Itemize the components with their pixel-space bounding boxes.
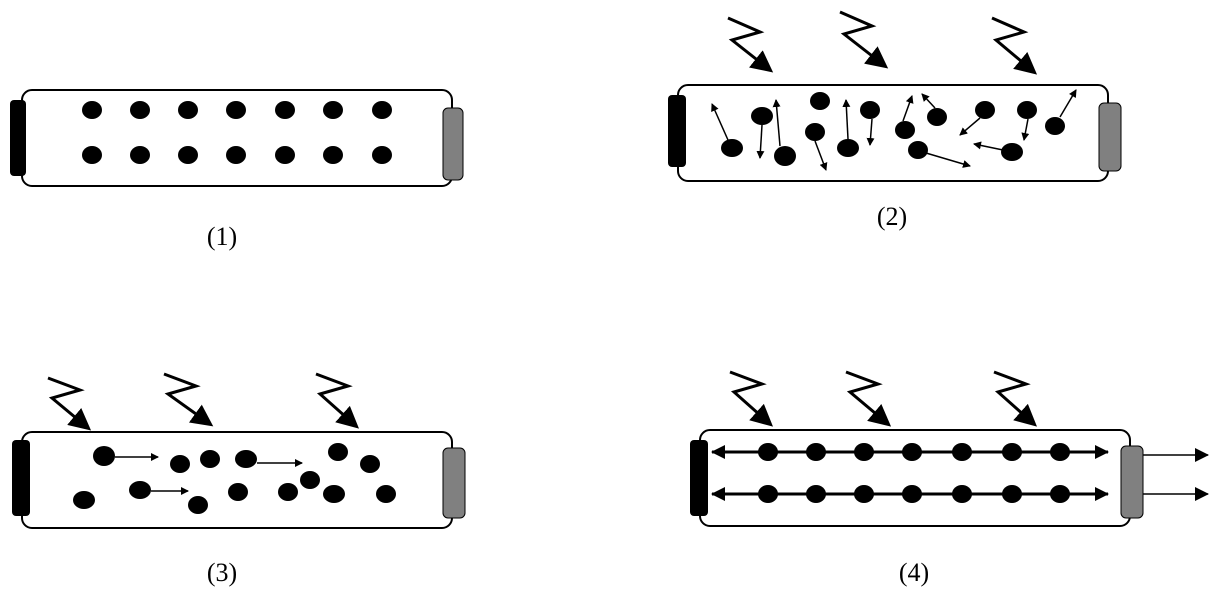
lightning-bolt-icon: [991, 16, 1038, 75]
atoms: [73, 443, 396, 514]
lightning-bolt-icon: [993, 370, 1037, 427]
full-mirror: [12, 440, 30, 516]
lightning-bolt-icon: [47, 376, 92, 431]
partial-mirror: [1120, 445, 1144, 519]
full-mirror: [690, 440, 708, 516]
random-photons: [711, 89, 1077, 171]
lightning-bolt-icon: [839, 10, 889, 69]
lightning-bolt-icon: [163, 372, 214, 427]
panel-1: [10, 89, 464, 187]
atoms: [721, 92, 1065, 166]
laser-tube: [21, 431, 453, 529]
pump-light-icons: [729, 370, 1037, 427]
laser-output: [1143, 448, 1209, 501]
full-mirror: [10, 100, 26, 176]
atoms: [82, 101, 392, 164]
panel-3: [12, 372, 466, 529]
stimulated-photons: [115, 453, 303, 495]
pump-light-icons: [727, 10, 1038, 75]
partial-mirror: [442, 447, 466, 519]
partial-mirror: [442, 107, 464, 181]
laser-tube: [677, 84, 1109, 182]
lightning-bolt-icon: [729, 370, 773, 427]
atoms: [758, 443, 1070, 503]
panel-2: [668, 10, 1122, 182]
partial-mirror: [1098, 102, 1122, 172]
pump-light-icons: [47, 372, 359, 431]
full-mirror: [668, 95, 686, 167]
panel-3-caption: (3): [206, 558, 238, 587]
lightning-bolt-icon: [727, 16, 774, 73]
panel-2-caption: (2): [876, 202, 908, 231]
panel-4-caption: (4): [898, 558, 930, 587]
panel-1-caption: (1): [206, 222, 238, 251]
lightning-bolt-icon: [315, 372, 359, 429]
lightning-bolt-icon: [845, 370, 892, 427]
panel-4: [690, 370, 1209, 527]
